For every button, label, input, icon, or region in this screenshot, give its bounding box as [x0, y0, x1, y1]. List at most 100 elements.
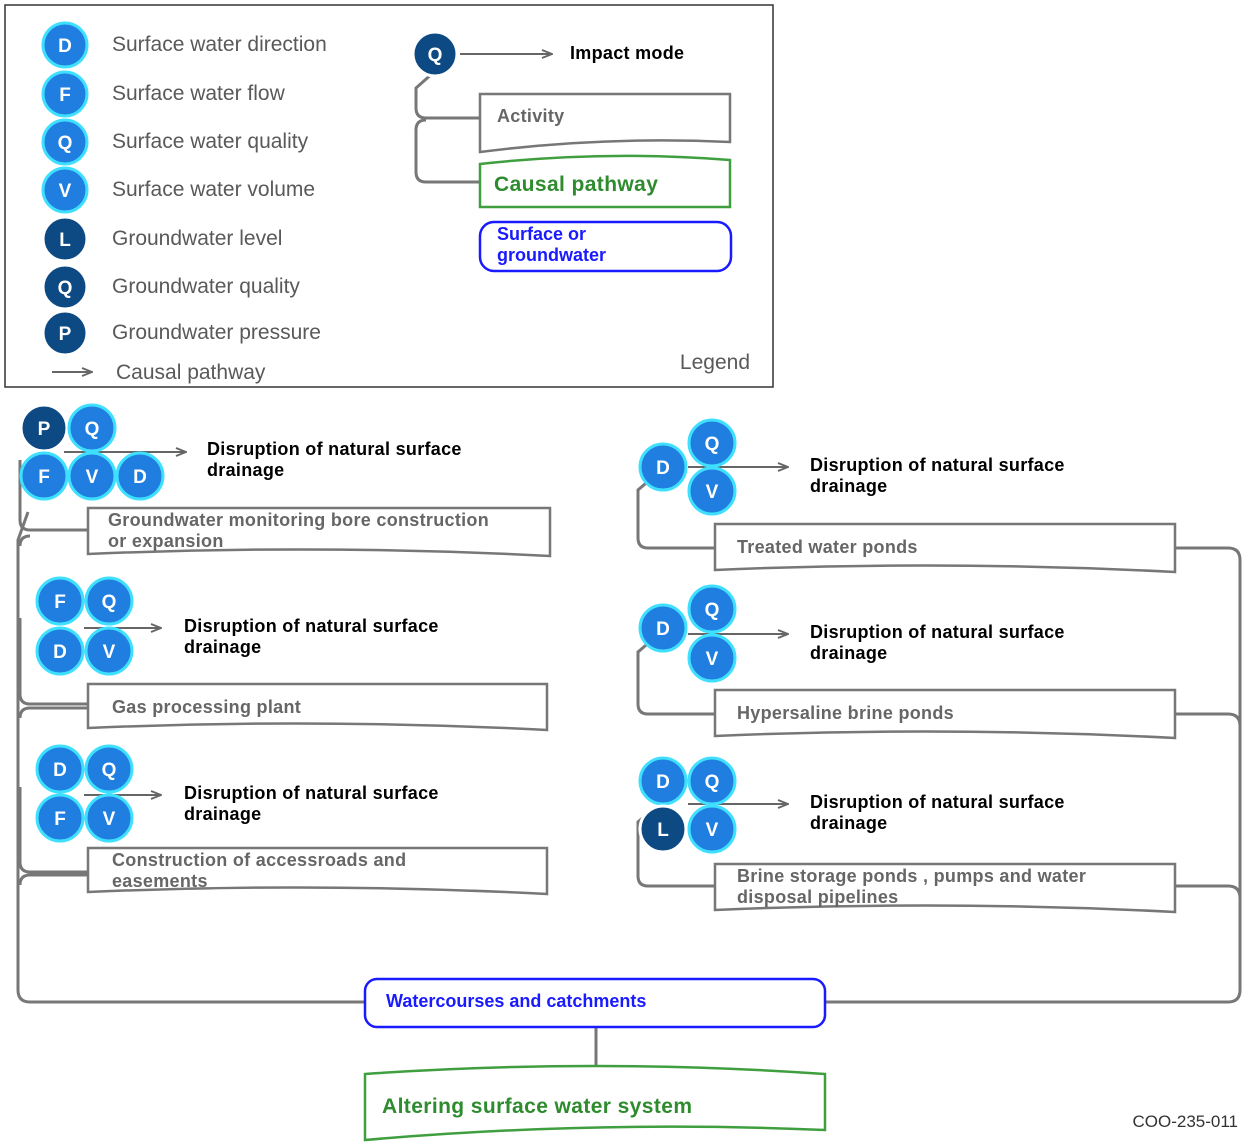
legend-badge-surface-v: V	[41, 166, 89, 214]
legend-badge-ground-l-code: L	[59, 230, 71, 251]
impact-mode-badge-circle	[67, 403, 117, 453]
impact-label-line2: drainage	[810, 476, 887, 496]
key-water-label-line1: Surface or	[497, 224, 586, 244]
impact-mode-badge-circle	[84, 744, 134, 794]
legend-badge-surface-v-code: V	[59, 181, 72, 202]
key-water-label-line2: groundwater	[497, 245, 606, 265]
impact-mode-badge: D	[638, 756, 688, 806]
legend-title: Legend	[680, 351, 750, 374]
impact-label: Disruption of natural surface	[207, 439, 462, 459]
left-feed-3	[18, 787, 88, 874]
impact-mode-badge-code: V	[86, 467, 99, 488]
legend-label: Surface water flow	[112, 82, 286, 105]
impact-mode-badge: F	[35, 793, 85, 843]
impact-mode-badge-code: D	[53, 642, 67, 663]
legend-badge-ground-p: P	[41, 309, 89, 357]
impact-label-line2: drainage	[184, 637, 261, 657]
activity-shape	[713, 688, 1177, 740]
impact-mode-badge-code: D	[656, 458, 670, 479]
legend-badge-surface-v-circle	[41, 166, 89, 214]
impact-mode-badge-code: Q	[705, 434, 720, 455]
legend-label: Surface water quality	[112, 130, 309, 153]
impact-mode-badge: F	[19, 451, 69, 501]
activity-label: Treated water ponds	[737, 537, 918, 557]
impact-mode-badge: V	[67, 451, 117, 501]
impact-mode-badge-circle	[35, 744, 85, 794]
impact-mode-badge: V	[84, 626, 134, 676]
impact-mode-badge-code: Q	[705, 772, 720, 793]
legend-badge-surface-f: F	[41, 70, 89, 118]
legend-badge-surface-d: D	[41, 21, 89, 69]
impact-mode-badge-code: F	[38, 467, 50, 488]
impact-mode-badge-code: Q	[705, 600, 720, 621]
right-trunk	[825, 546, 1242, 1004]
receptor-label: Watercourses and catchments	[386, 991, 646, 1011]
legend-label: Groundwater quality	[112, 275, 300, 298]
impact-mode-badge: L	[638, 804, 688, 854]
impact-label: Disruption of natural surface	[810, 455, 1065, 475]
impact-mode-badge-circle	[84, 626, 134, 676]
activity-label: Gas processing plant	[112, 697, 301, 717]
impact-mode-badge-circle	[638, 442, 688, 492]
legend-label: Groundwater pressure	[112, 321, 321, 344]
impact-mode-badge: V	[84, 793, 134, 843]
impact-mode-badge-circle	[638, 756, 688, 806]
right-join-2	[1175, 712, 1242, 727]
impact-mode-badge-code: V	[706, 820, 719, 841]
legend-badge-surface-f-code: F	[59, 85, 71, 106]
activity-shape	[713, 862, 1177, 914]
impact-label-line2: drainage	[184, 804, 261, 824]
legend-badge-surface-q-code: Q	[58, 133, 73, 154]
impact-mode-badge: V	[687, 804, 737, 854]
left-join-2	[18, 706, 31, 719]
impact-mode-badge-code: D	[53, 760, 67, 781]
impact-mode-badge: V	[687, 466, 737, 516]
impact-mode-badge-code: Q	[102, 592, 117, 613]
activity-shape	[86, 682, 549, 732]
impact-mode-badge-circle	[687, 584, 737, 634]
impact-mode-badge: Q	[687, 584, 737, 634]
impact-mode-badge-code: F	[54, 592, 66, 613]
key-causal-shape	[478, 154, 732, 209]
outcome-label: Altering surface water system	[382, 1095, 692, 1118]
impact-label-line2: drainage	[810, 813, 887, 833]
receptor-box	[363, 977, 827, 1029]
impact-mode-badge-code: Q	[85, 419, 100, 440]
impact-mode-badge-code: D	[656, 619, 670, 640]
key-water-shape	[478, 220, 733, 273]
legend-badge-ground-q-circle	[41, 263, 89, 311]
legend-badge-ground-l-circle	[41, 215, 89, 263]
impact-mode-badge-circle	[35, 793, 85, 843]
impact-mode-badge: D	[638, 442, 688, 492]
activity-shape	[86, 846, 549, 896]
legend-badge-surface-f-circle	[41, 70, 89, 118]
key-activity-label: Activity	[497, 106, 564, 126]
right-feed-2	[636, 638, 715, 716]
impact-mode-badge-code: L	[657, 820, 669, 841]
impact-label: Disruption of natural surface	[184, 616, 439, 636]
impact-mode-badge-circle	[19, 403, 69, 453]
impact-mode-badge-code: V	[706, 482, 719, 503]
impact-mode-badge-code: D	[133, 467, 147, 488]
impact-mode-badge-circle	[67, 451, 117, 501]
impact-mode-badge: D	[35, 626, 85, 676]
legend-badge-ground-q-code: Q	[58, 278, 73, 299]
impact-mode-badge: Q	[84, 744, 134, 794]
legend-badge-ground-l: L	[41, 215, 89, 263]
impact-mode-badge-circle	[687, 633, 737, 683]
activity-shape	[86, 506, 552, 558]
impact-label: Disruption of natural surface	[184, 783, 439, 803]
impact-mode-badge-circle	[84, 576, 134, 626]
impact-mode-badge-code: V	[103, 809, 116, 830]
outcome-shape	[363, 1064, 827, 1142]
impact-mode-badge: D	[638, 603, 688, 653]
legend-label: Surface water volume	[112, 178, 315, 201]
legend-badge-surface-d-circle	[41, 21, 89, 69]
activity-label: Hypersaline brine ponds	[737, 703, 954, 723]
impact-mode-badge-circle	[35, 576, 85, 626]
figure-code: COO-235-011	[1132, 1112, 1238, 1131]
